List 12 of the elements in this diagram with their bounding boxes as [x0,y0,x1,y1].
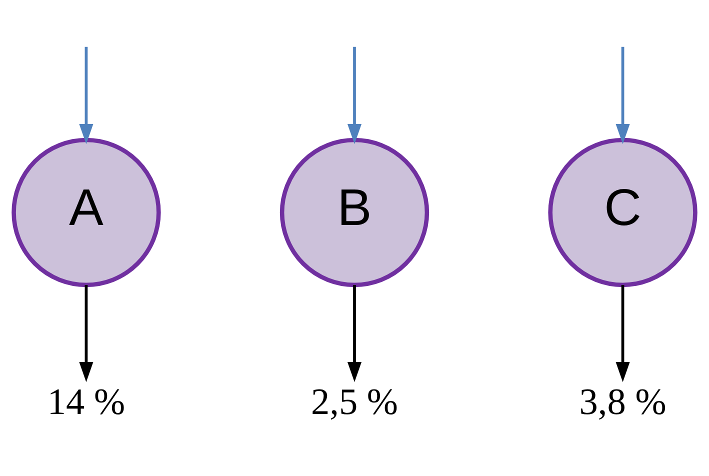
arrow [616,46,630,144]
node-text: 2,5 % [310,381,398,422]
arrow [347,46,362,144]
node-circle: C [548,137,698,287]
node-circle: A [12,137,161,287]
arrow [79,46,94,144]
arrow [347,284,362,382]
arrow [79,284,94,382]
node-text: 3,8 % [579,381,666,422]
node-circle: B [280,137,430,287]
arrow [616,284,630,382]
node-text: 14 % [47,381,126,422]
